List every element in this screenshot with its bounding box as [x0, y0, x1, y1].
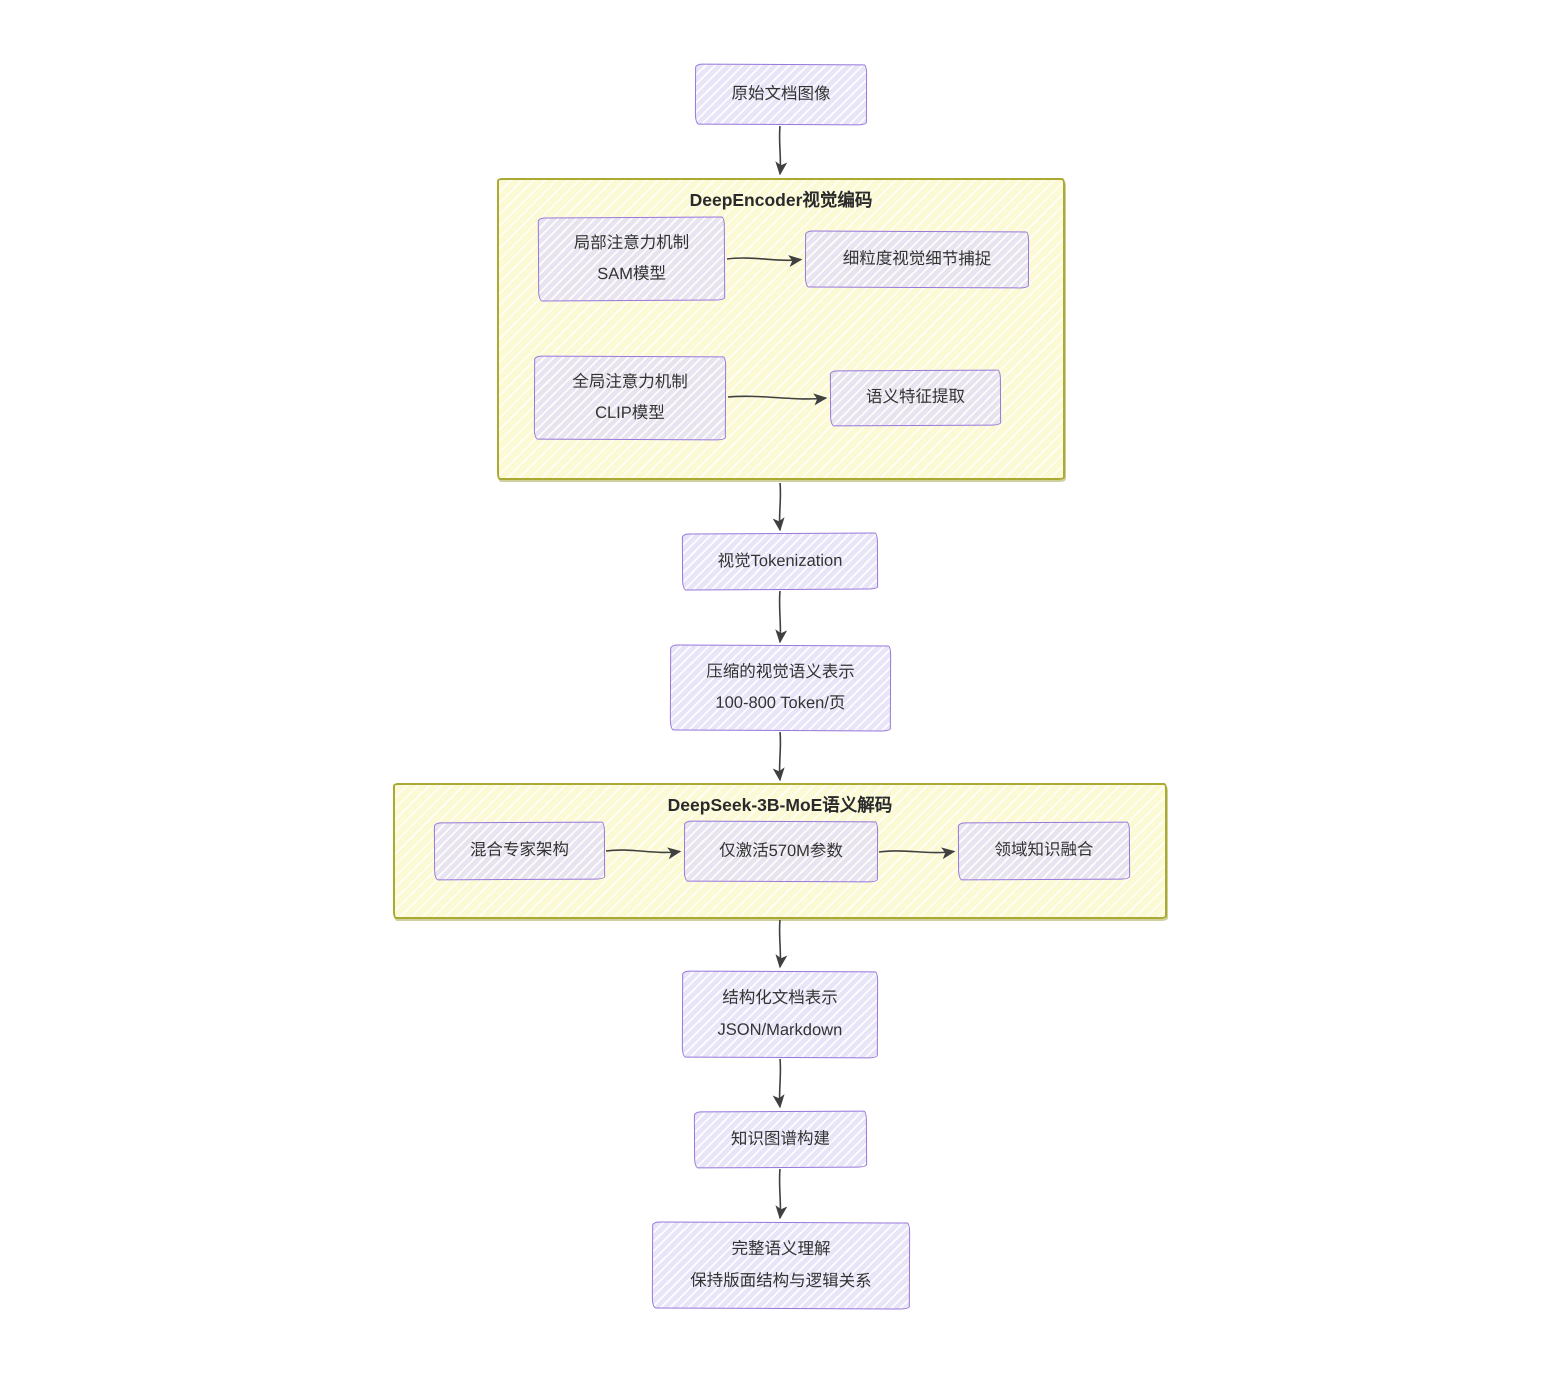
node-knowledge-graph: 知识图谱构建: [693, 1110, 868, 1169]
node-domain-knowledge-fusion-label: 领域知识融合: [994, 841, 1094, 860]
node-semantic-feature-extraction: 语义特征提取: [829, 369, 1002, 427]
node-structured-line1: 结构化文档表示: [722, 988, 838, 1008]
node-local-attention-line1: 局部注意力机制: [573, 233, 690, 252]
cluster-deepencoder-title: DeepEncoder视觉编码: [689, 190, 873, 210]
node-active-params-570m: 仅激活570M参数: [683, 820, 879, 883]
node-local-attention-sam: 局部注意力机制 SAM模型: [537, 216, 726, 302]
edge-decoder-to-structured: [775, 919, 788, 969]
node-mixture-of-experts: 混合专家架构: [433, 821, 606, 881]
node-raw-document-image-label: 原始文档图像: [731, 84, 831, 104]
node-global-attention-line2: CLIP模型: [595, 403, 665, 423]
node-compressed-line2: 100-800 Token/页: [715, 693, 846, 713]
edge-compressed-to-decoder: [772, 731, 785, 782]
node-full-semantic-line2: 保持版面结构与逻辑关系: [690, 1271, 872, 1290]
node-fine-grained-detail: 细粒度视觉细节捕捉: [804, 230, 1030, 289]
node-active-params-570m-label: 仅激活570M参数: [719, 841, 843, 861]
edge-raw-to-encoder: [775, 125, 788, 176]
node-global-attention-line1: 全局注意力机制: [572, 372, 688, 391]
edge-tokenization-to-compressed: [775, 590, 788, 644]
node-semantic-feature-extraction-label: 语义特征提取: [865, 388, 966, 407]
node-full-semantic-understanding: 完整语义理解 保持版面结构与逻辑关系: [651, 1221, 911, 1310]
node-full-semantic-line1: 完整语义理解: [731, 1239, 831, 1259]
edge-structured-to-kg: [772, 1058, 785, 1109]
node-structured-line2: JSON/Markdown: [717, 1020, 843, 1039]
node-domain-knowledge-fusion: 领域知识融合: [957, 821, 1131, 881]
node-compressed-visual-representation: 压缩的视觉语义表示 100-800 Token/页: [669, 644, 892, 732]
node-compressed-line1: 压缩的视觉语义表示: [706, 662, 855, 681]
cluster-deepseek-moe-title: DeepSeek-3B-MoE语义解码: [667, 795, 893, 815]
node-visual-tokenization: 视觉Tokenization: [681, 532, 879, 591]
node-structured-document: 结构化文档表示 JSON/Markdown: [681, 970, 879, 1059]
edge-encoder-to-tokenization: [772, 482, 785, 532]
node-raw-document-image: 原始文档图像: [694, 63, 868, 126]
edge-kg-to-full-semantic: [775, 1168, 788, 1220]
node-global-attention-clip: 全局注意力机制 CLIP模型: [533, 355, 727, 441]
node-knowledge-graph-label: 知识图谱构建: [730, 1129, 831, 1149]
node-mixture-of-experts-label: 混合专家架构: [469, 841, 570, 860]
node-fine-grained-detail-label: 细粒度视觉细节捕捉: [842, 249, 992, 269]
node-local-attention-line2: SAM模型: [597, 264, 667, 284]
node-visual-tokenization-label: 视觉Tokenization: [717, 551, 843, 571]
